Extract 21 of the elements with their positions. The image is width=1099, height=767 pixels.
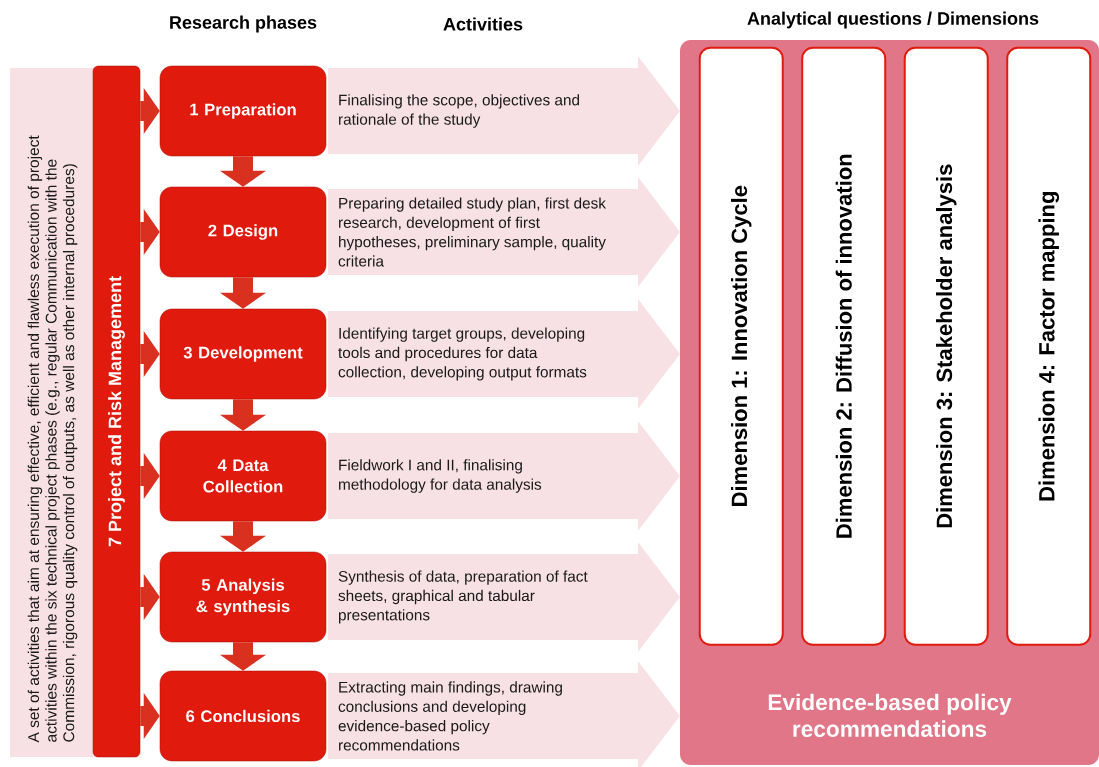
phase-box: 3 Development	[159, 308, 327, 400]
dimension-box: Dimension 3: Stakeholder analysis	[903, 46, 989, 646]
phase-box: 2 Design	[159, 186, 327, 278]
column-heading: Analytical questions / Dimensions	[747, 11, 1039, 29]
activity-panel: Identifying target groups, developing tools and procedures for data collection, developing output formats	[328, 299, 680, 409]
dimension-box: Dimension 2: Diffusion of innovation	[801, 46, 887, 646]
note-band: A set of activities that aim at ensuring effective, efficient and flawless execution of project activities within the six technical project phases (e.g., regular Communication with the Commission, rigorous quality control of outputs, as well as other internal procedures)	[10, 68, 95, 757]
activity-panel: Finalising the scope, objectives and rationale of the study	[328, 56, 680, 166]
phase-box: 5 Analysis & synthesis	[159, 551, 327, 643]
dimension-box: Dimension 1: Innovation Cycle	[698, 46, 784, 646]
activity-panel: Fieldwork I and II, finalising methodology for data analysis	[328, 421, 680, 531]
column-heading: Research phases	[170, 15, 317, 33]
dimension-box: Dimension 4: Factor mapping	[1006, 46, 1092, 646]
column-heading: Activities	[443, 17, 523, 31]
phase-box: 1 Preparation	[159, 65, 327, 157]
activity-panel: Extracting main findings, drawing conclusions and developing evidence-based policy recommendations	[328, 661, 680, 767]
activity-panel: Synthesis of data, preparation of fact sheets, graphical and tabular presentations	[328, 542, 680, 652]
activity-panel: Preparing detailed study plan, first desk research, development of first hypotheses, preliminary sample, quality criteria	[328, 177, 680, 287]
management-bar: 7 Project and Risk Management	[92, 65, 141, 758]
phase-box: 6 Conclusions	[159, 670, 327, 762]
phase-box: 4 Data Collection	[159, 430, 327, 522]
